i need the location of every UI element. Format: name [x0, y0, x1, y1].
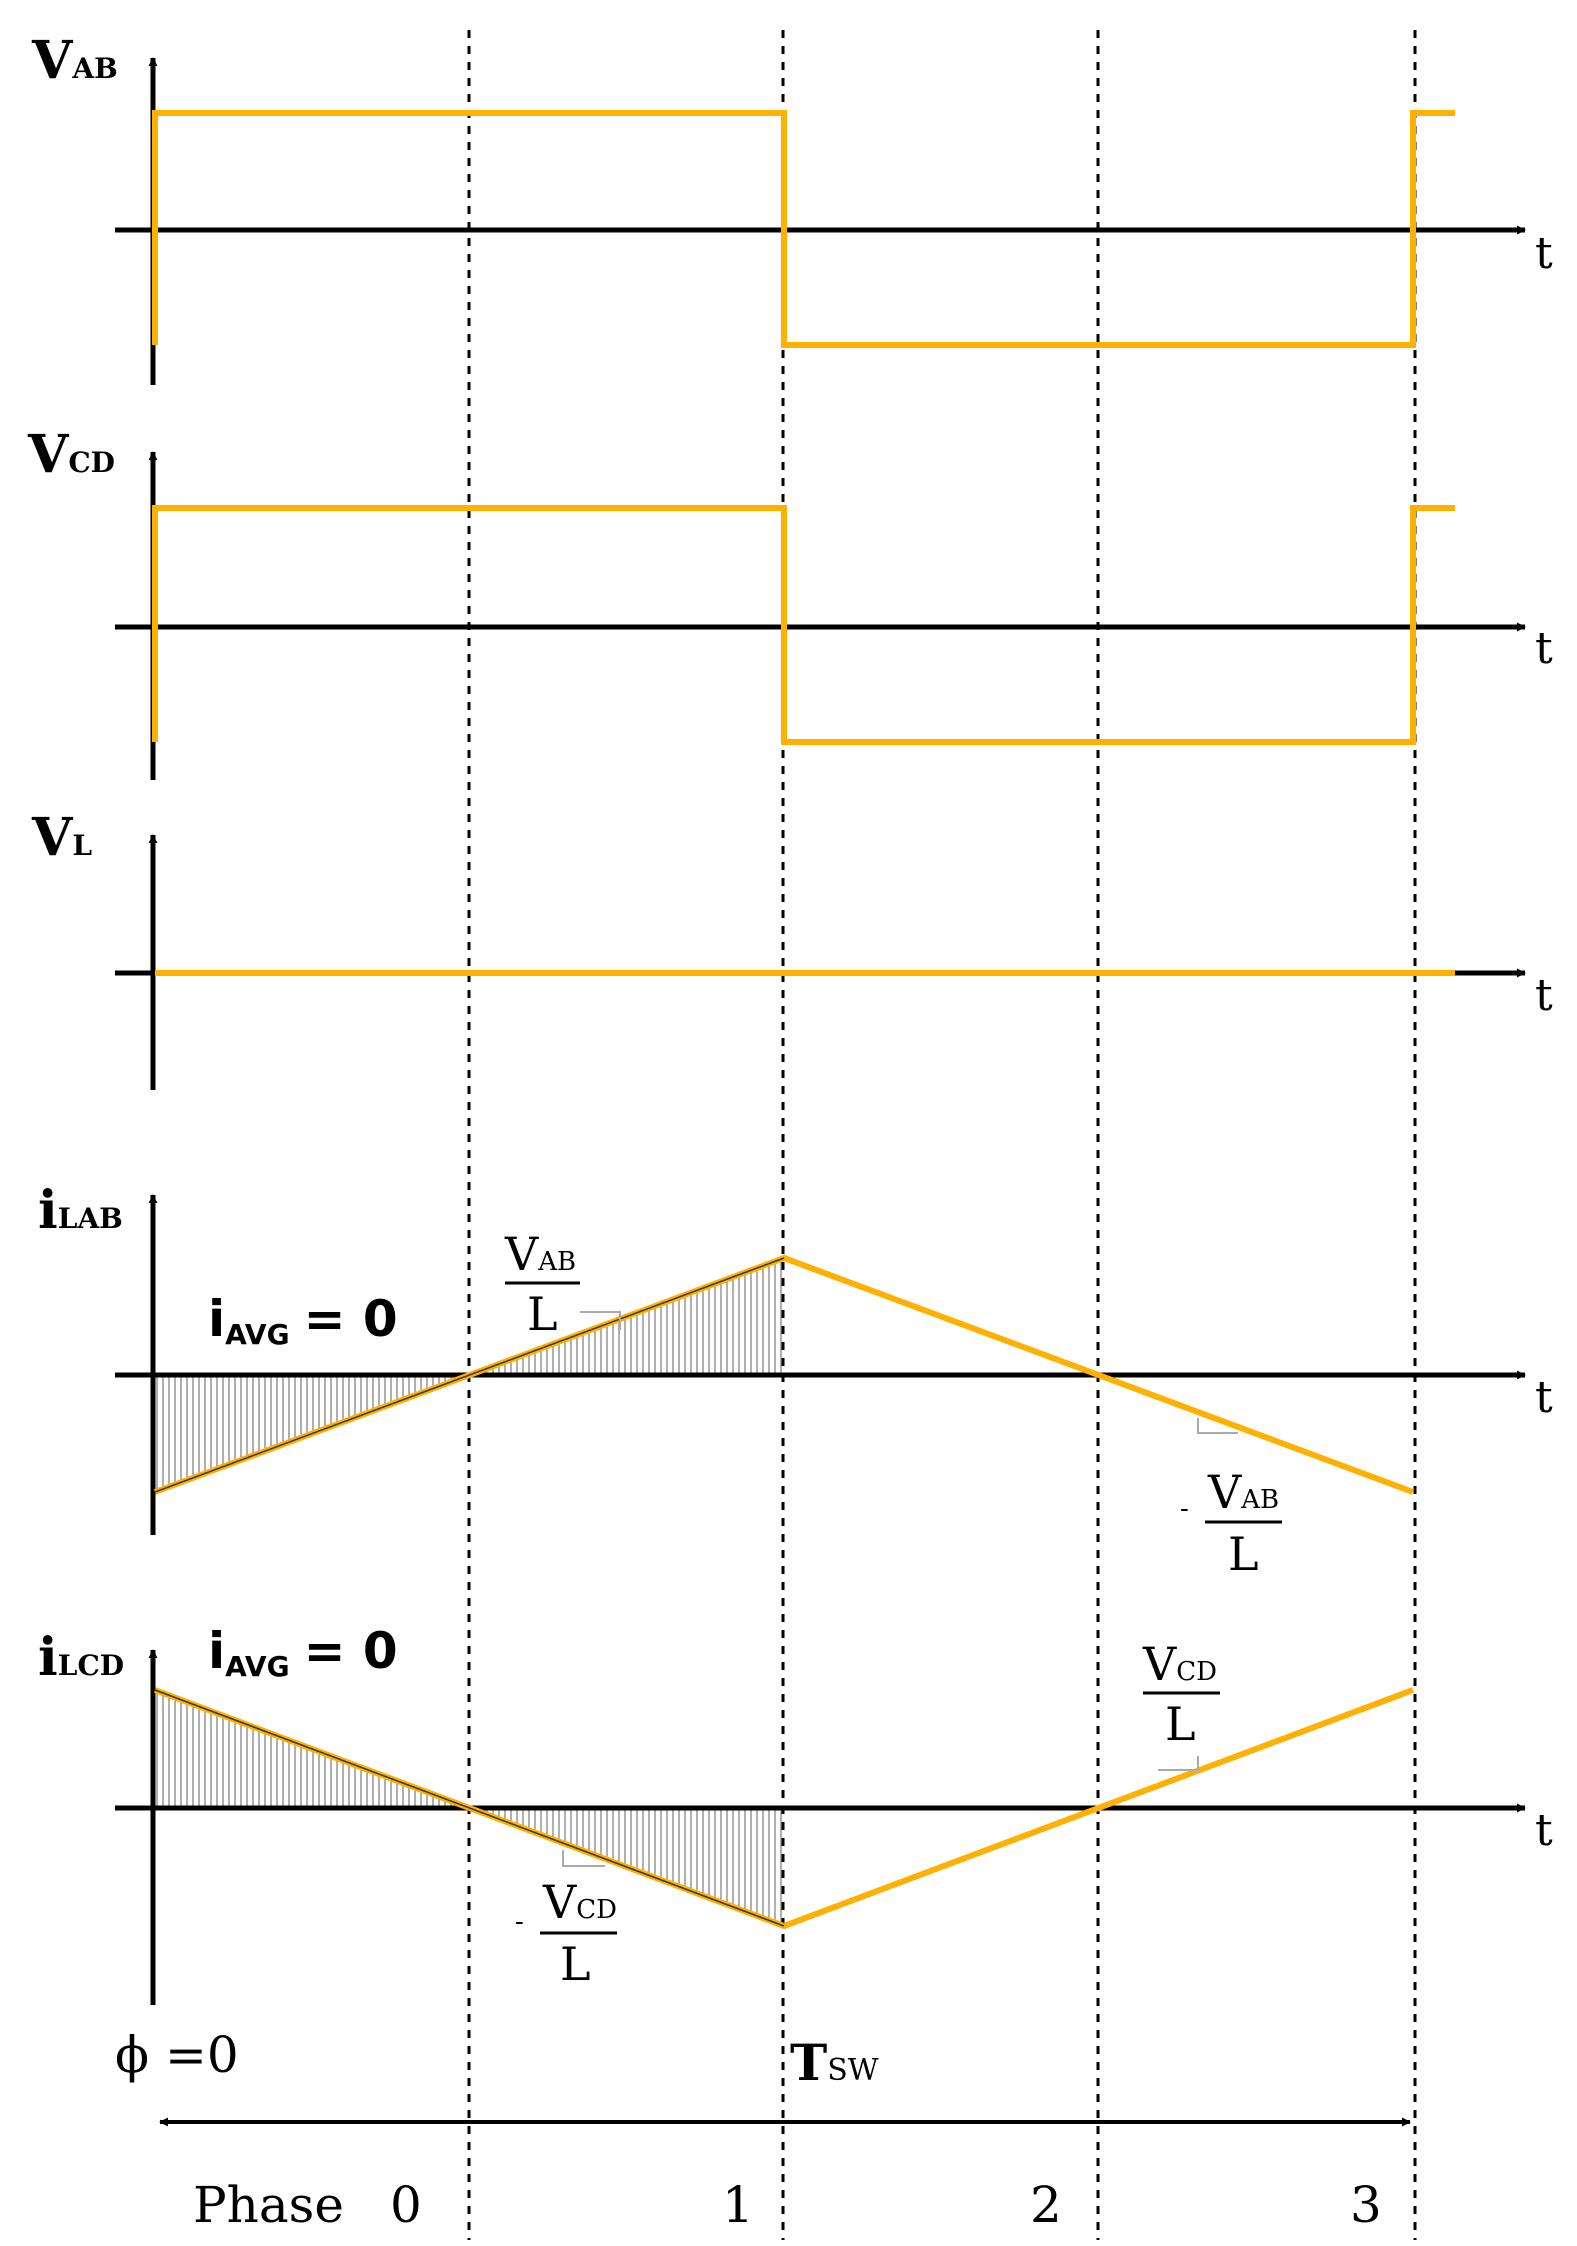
ilab-slope-marker-neg: [1197, 1418, 1238, 1434]
vab-waveform: [152, 110, 1455, 348]
svg-text:VAB: VAB: [1207, 1465, 1279, 1519]
ilab-slope-neg-label: - VAB L: [1180, 1465, 1282, 1581]
vcd-t-label: t: [1535, 623, 1553, 674]
ilab-t-label: t: [1535, 1372, 1553, 1423]
phase-number-0: 0: [390, 2176, 422, 2234]
phase-number-2: 2: [1030, 2176, 1062, 2234]
svg-text:-: -: [1180, 1494, 1189, 1524]
svg-text:L: L: [1165, 1697, 1196, 1751]
panel-ilcd: iLCD t iAVG= 0 VCD L - VCD L: [38, 1622, 1553, 2005]
ilcd-slope-marker-pos: [1158, 1756, 1199, 1771]
panel-vl: VL t: [31, 807, 1553, 1090]
ilcd-dark-edge: [154, 1689, 785, 1927]
svg-text:L: L: [1228, 1527, 1259, 1581]
phase-number-3: 3: [1350, 2176, 1382, 2234]
ilcd-label: iLCD: [38, 1627, 124, 1688]
vl-t-label: t: [1535, 970, 1553, 1021]
panel-vcd: VCD t: [27, 424, 1553, 780]
ilcd-slope-marker-neg: [562, 1850, 605, 1867]
ilcd-t-label: t: [1535, 1805, 1553, 1856]
ilab-slope-marker-pos: [580, 1311, 621, 1330]
svg-text:L: L: [527, 1287, 558, 1341]
vab-label: VAB: [31, 30, 118, 91]
phi-label: ϕ =0: [115, 2026, 239, 2084]
vcd-waveform: [152, 505, 1455, 745]
vab-t-label: t: [1535, 228, 1553, 279]
vl-label: VL: [31, 807, 92, 868]
ilcd-iavg: iAVG= 0: [208, 1622, 398, 1683]
phase-word: Phase: [193, 2176, 344, 2234]
panel-ilab: iLAB t iAVG= 0 VAB L - VAB L: [38, 1180, 1553, 1581]
svg-text:VCD: VCD: [1142, 1637, 1217, 1691]
svg-text:VCD: VCD: [542, 1875, 617, 1929]
phase-guides: [467, 30, 1417, 2240]
ilcd-slope-neg-label: - VCD L: [515, 1875, 617, 1991]
svg-text:L: L: [560, 1937, 591, 1991]
panel-vab: VAB t: [31, 30, 1553, 385]
svg-text:-: -: [515, 1907, 524, 1937]
ilab-label: iLAB: [38, 1180, 123, 1241]
phase-labels: Phase 0 1 2 3: [193, 2176, 1382, 2234]
tsw-label: TSW: [790, 2033, 879, 2092]
svg-text:VAB: VAB: [504, 1227, 576, 1281]
ilab-slope-pos-label: VAB L: [504, 1227, 580, 1341]
vcd-label: VCD: [27, 424, 115, 485]
ilcd-slope-pos-label: VCD L: [1142, 1637, 1220, 1751]
ilab-iavg: iAVG= 0: [208, 1290, 398, 1351]
ilab-dark-edge: [154, 1257, 785, 1493]
phase-number-1: 1: [722, 2176, 754, 2234]
ilab-hatch: [156, 1259, 782, 1492]
